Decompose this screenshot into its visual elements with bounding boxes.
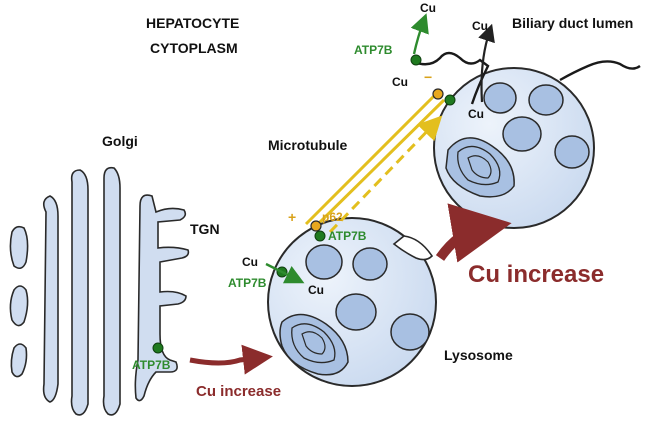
lysosome-granule (352, 247, 388, 281)
cu-increase-label-small: Cu increase (196, 383, 281, 400)
golgi-label: Golgi (102, 133, 138, 149)
p62-label: p62 (322, 210, 343, 224)
atp7b-dot (314, 230, 326, 242)
cu-efflux-arrow (410, 13, 429, 55)
cu-label-inside-secretory: Cu (468, 107, 484, 121)
atp7b-dot (410, 54, 422, 66)
canalicular-membrane (413, 51, 641, 105)
lysosome-granule (335, 293, 377, 331)
microtubule (304, 90, 446, 234)
golgi-vesicle (9, 285, 29, 327)
golgi-vesicle (9, 225, 29, 270)
cu-increase-arrow-large (435, 203, 512, 263)
cu-increase-arrow-small (189, 344, 273, 375)
cu-release-arrow (478, 23, 495, 103)
microtubule-plus-end: + (288, 209, 296, 225)
microtubule-label: Microtubule (268, 137, 348, 153)
lysosome (267, 217, 437, 387)
cu-label-influx-outer: Cu (242, 255, 258, 269)
atp7b-label-canaliculus: ATP7B (354, 43, 393, 57)
microtubule-filament (312, 98, 446, 230)
cu-label-top-green: Cu (420, 1, 436, 15)
hepatocyte-label-line2: CYTOPLASM (150, 40, 238, 56)
atp7b-dot (152, 342, 164, 354)
lysosome-granule (528, 84, 564, 116)
golgi-vesicle (10, 343, 28, 378)
golgi-cisterna (70, 169, 89, 416)
golgi-cisterna (102, 166, 121, 416)
cu-label-influx-inner: Cu (308, 283, 324, 297)
golgi-cisterna (42, 195, 59, 403)
lysosome-granule (554, 135, 590, 169)
p62-dot (432, 88, 444, 100)
biliary-duct-lumen-label: Biliary duct lumen (512, 15, 633, 31)
lysosome-label: Lysosome (444, 347, 513, 363)
lysosome-granule (502, 116, 542, 152)
cu-influx-arrow (265, 262, 305, 284)
p62-dot (310, 220, 322, 232)
atp7b-label-tgn: ATP7B (132, 358, 171, 372)
cu-label-canaliculus: Cu (392, 75, 408, 89)
atp7b-label-lysosome: ATP7B (328, 229, 367, 243)
cu-increase-label-large: Cu increase (468, 261, 604, 288)
transport-arrow-dashed (328, 115, 443, 234)
atp7b-dot (444, 94, 456, 106)
lysosome-inner-body (279, 313, 349, 376)
lysosome-granule (483, 82, 517, 114)
microtubule-filament (304, 90, 440, 226)
lysosome-fusion-notch (392, 235, 434, 261)
secretory-lysosome (433, 67, 595, 229)
tgn-label: TGN (190, 221, 220, 237)
lysosome-granule (390, 313, 430, 351)
hepatocyte-label-line1: HEPATOCYTE (146, 15, 239, 31)
microtubule-minus-end: − (424, 69, 432, 85)
trans-golgi-network (134, 194, 190, 402)
atp7b-label-influx: ATP7B (228, 276, 267, 290)
cu-label-top-black: Cu (472, 19, 488, 33)
lysosome-granule (305, 244, 343, 280)
golgi-apparatus (9, 166, 190, 416)
